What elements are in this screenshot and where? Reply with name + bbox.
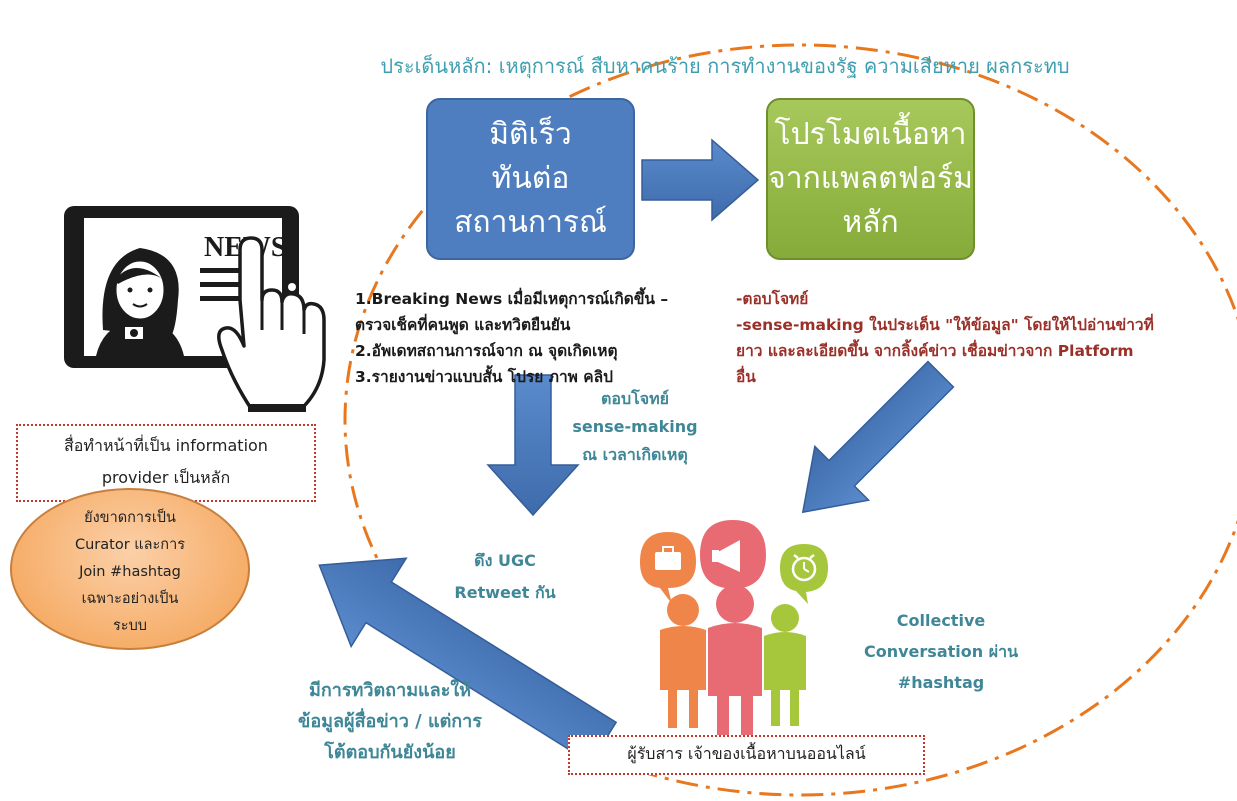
audience-box: ผู้รับสาร เจ้าของเนื้อหาบนออนไลน์ [568,735,925,775]
briefcase-icon [640,532,696,604]
curator-gap-oval: ยังขาดการเป็น Curator และการ Join #hasht… [10,488,250,650]
arrow-diagonal-down-left [801,360,955,514]
people-group-icon [660,585,806,736]
dashed-cycle-ellipse [343,43,1237,797]
main-topic-title: ประเด็นหลัก: เหตุการณ์ สืบหาคนร้าย การทำ… [380,54,1070,78]
arrow-down [486,374,580,517]
alarm-clock-icon [780,544,828,604]
sense-making-label: ตอบโจทย์ sense-making ณ เวลาเกิดเหตุ [572,389,698,464]
arrow-right [641,138,760,222]
information-provider-box: สื่อทำหน้าที่เป็น information provider เ… [16,424,316,502]
sense-making-notes: -ตอบโจทย์ -sense-making ในประเด็น "ให้ข้… [736,290,1154,386]
collective-conversation-label: Collective Conversation ผ่าน #hashtag [864,611,1018,692]
pointing-hand-icon [217,236,326,412]
breaking-news-steps: 1.Breaking News เมื่อมีเหตุการณ์เกิดขึ้น… [355,290,669,386]
arrow-diagonal-up-left [318,557,618,765]
reporter-interaction-label: มีการทวิตถามและให้ ข้อมูลผู้สื่อข่าว / แ… [298,680,482,763]
speed-box: มิติเร็ว ทันต่อ สถานการณ์ [426,98,635,260]
megaphone-icon [700,520,766,600]
platform-promotion-box: โปรโมตเนื้อหา จากแพลตฟอร์ม หลัก [766,98,975,260]
ugc-retweet-label: ดึง UGC Retweet กัน [454,551,556,602]
